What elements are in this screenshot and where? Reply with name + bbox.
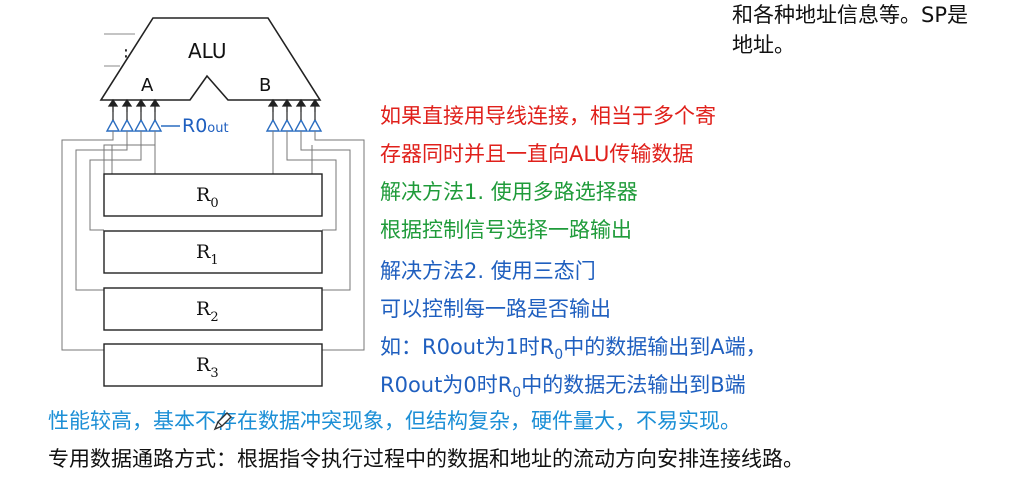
note-blue-3-a: 如：R0out为1时R [380, 335, 555, 359]
summary-line: 性能较高，基本不存在数据冲突现象，但结构复杂，硬件量大，不易实现。 [48, 409, 741, 433]
note-blue-1: 解决方法2. 使用三态门 [380, 259, 596, 283]
register-r1 [103, 230, 323, 274]
note-blue-3-b: 中的数据输出到A端， [563, 335, 767, 359]
note-blue-3: 如：R0out为1时R0中的数据输出到A端， [380, 332, 767, 370]
register-r3 [103, 343, 323, 387]
register-r0 [103, 173, 323, 217]
note-red-2: 存器同时并且一直向ALU传输数据 [380, 142, 694, 166]
input-arrows [107, 98, 321, 112]
note-blue-4: R0out为0时R0中的数据无法输出到B端 [380, 370, 746, 408]
note-blue-2: 可以控制每一路是否输出 [380, 297, 611, 321]
dedicated-path-line: 专用数据通路方式：根据指令执行过程中的数据和地址的流动方向安排连接线路。 [48, 447, 804, 471]
top-right-line-2: 地址。 [732, 33, 795, 57]
alu-label: ALU [188, 39, 226, 63]
note-red-1: 如果直接用导线连接，相当于多个寄 [380, 104, 716, 128]
register-r3-label: R3 [196, 354, 219, 381]
note-green-2: 根据控制信号选择一路输出 [380, 218, 632, 242]
note-blue-4-sub: 0 [512, 385, 522, 401]
note-green-1: 解决方法1. 使用多路选择器 [380, 180, 638, 204]
pen-cursor-icon [213, 412, 232, 431]
top-right-line-1: 和各种地址信息等。SP是 [732, 3, 968, 27]
port-a-label: A [141, 75, 154, 96]
register-r2 [103, 287, 323, 331]
note-blue-3-sub: 0 [554, 347, 564, 363]
note-blue-4-a: R0out为0时R [380, 373, 513, 397]
register-r0-label: R0 [196, 184, 219, 211]
port-b-label: B [259, 75, 271, 96]
register-r1-label: R1 [196, 241, 219, 268]
register-r2-label: R2 [196, 298, 219, 325]
r0out-label: R0out [182, 115, 229, 137]
registers: R0 R1 R2 R3 [103, 173, 323, 387]
note-blue-4-b: 中的数据无法输出到B端 [521, 373, 746, 397]
buffer-to-arrow-lines [112, 112, 316, 120]
alu-shape [99, 17, 322, 101]
register-wiring [61, 131, 365, 351]
bus-lines-left [104, 33, 135, 67]
